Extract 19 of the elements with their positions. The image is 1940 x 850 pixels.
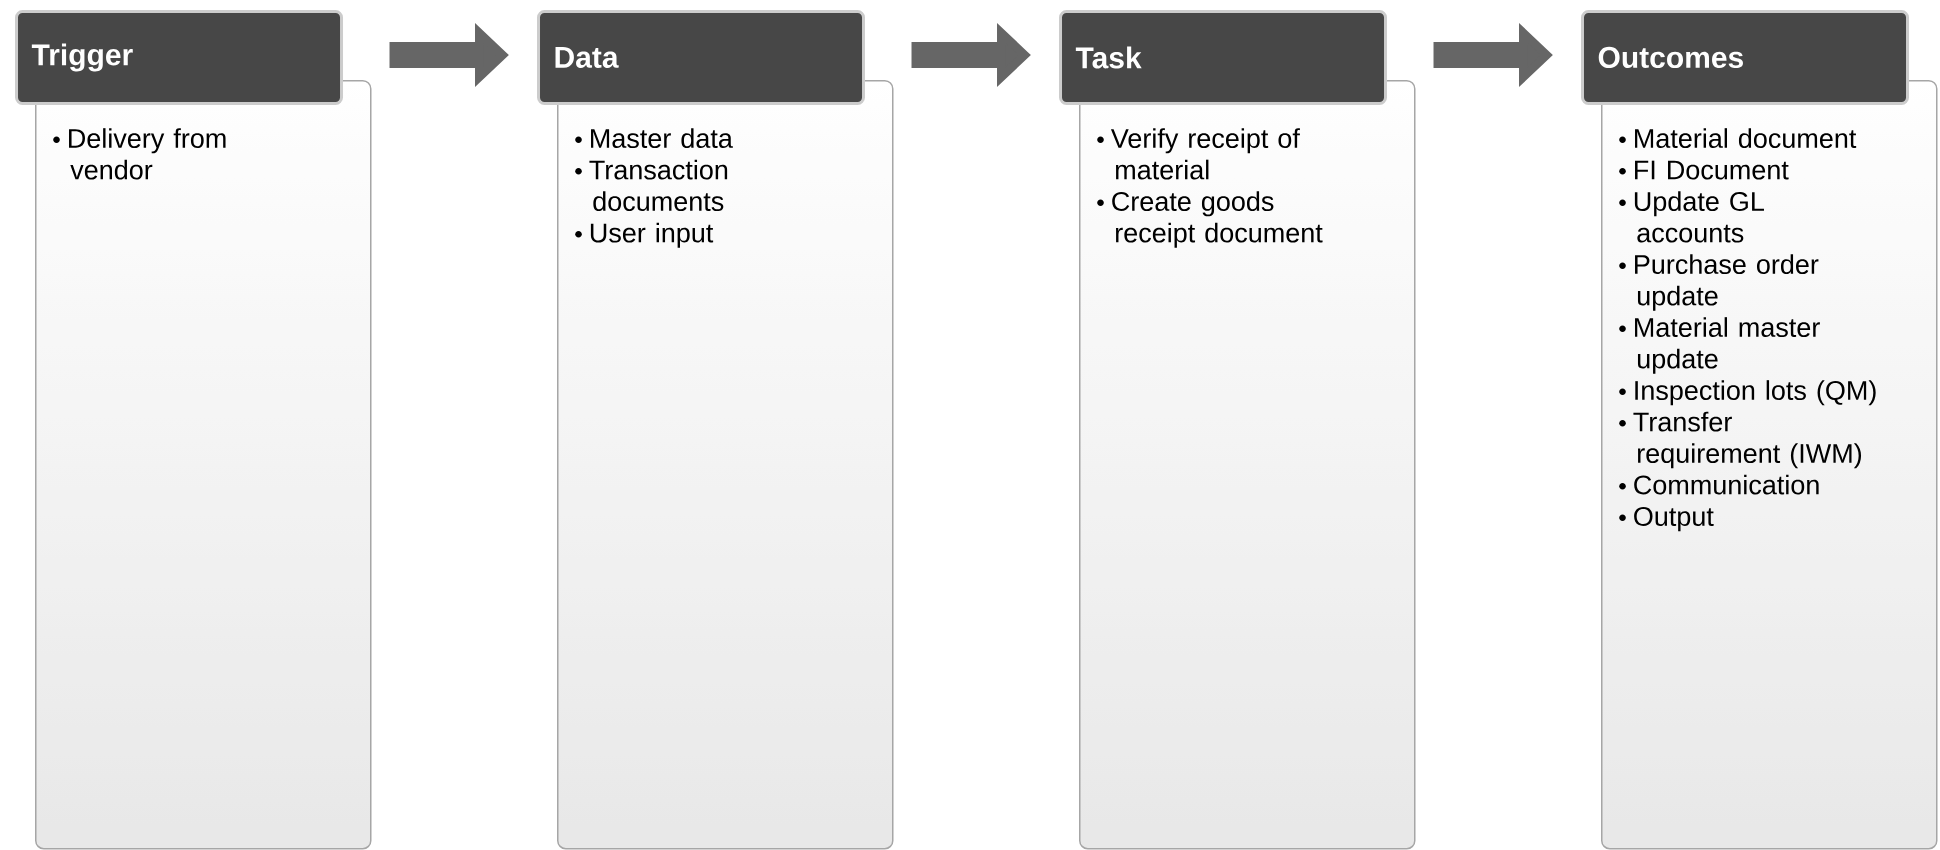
- list-item: Update GL accounts: [1619, 191, 1764, 243]
- header-tab: Data: [537, 10, 865, 105]
- list-item: Material master update: [1619, 317, 1820, 374]
- list-item: Communication: [1619, 474, 1819, 495]
- list-item: Verify receipt of material: [1097, 128, 1300, 180]
- header-tab: Trigger: [15, 10, 343, 105]
- list-item: User input: [575, 222, 714, 248]
- list-item: Material document: [1619, 128, 1857, 148]
- list-item: Purchase order update: [1619, 254, 1819, 311]
- list-item: Inspection lots (QM): [1619, 380, 1876, 406]
- header-tab: Task: [1059, 10, 1387, 105]
- list-item: Master data: [575, 128, 733, 148]
- list-item: Transaction documents: [575, 159, 728, 211]
- list-item: Transfer requirement (IWM): [1619, 411, 1862, 469]
- header-tab: Outcomes: [1581, 10, 1909, 105]
- list-item: Delivery from vendor: [53, 128, 226, 180]
- list-item: Create goods receipt document: [1097, 191, 1323, 248]
- list-item: FI Document: [1619, 160, 1789, 180]
- list-item: Output: [1619, 506, 1714, 532]
